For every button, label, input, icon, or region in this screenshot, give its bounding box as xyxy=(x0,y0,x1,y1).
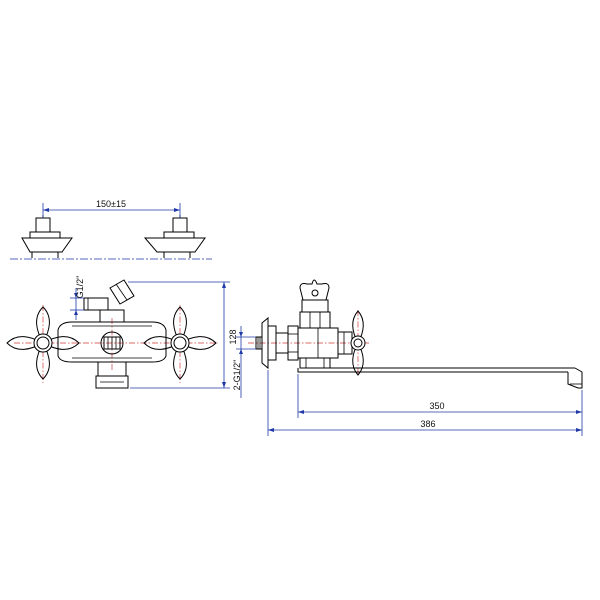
outlet-thread-label: 2-G1/2" xyxy=(232,360,242,391)
side-spout-connector xyxy=(299,357,331,369)
right-eccentric-connector xyxy=(143,215,206,258)
shower-thread-label: G1/2" xyxy=(75,276,85,299)
reach-dimension: 350 xyxy=(297,374,583,418)
wall-flange xyxy=(255,316,277,370)
long-spout xyxy=(297,367,583,389)
right-cross-handle xyxy=(143,306,217,380)
overall-length-label: 386 xyxy=(420,419,435,429)
spacing-dimension: 150±15 xyxy=(42,199,181,218)
spout-outlet xyxy=(95,361,129,389)
reach-label: 350 xyxy=(429,401,444,411)
height-label: 128 xyxy=(228,329,238,344)
spacing-label: 150±15 xyxy=(96,199,126,209)
left-eccentric-connector xyxy=(21,215,73,258)
height-dimension: 128 xyxy=(128,281,238,389)
overall-length-dimension: 386 xyxy=(267,370,583,436)
diverter-knob xyxy=(100,331,124,355)
side-view: 2-G1/2" 350 386 xyxy=(232,279,583,436)
shower-outlet xyxy=(83,279,135,323)
front-view: G1/2" 128 xyxy=(6,276,238,389)
side-cross-handle xyxy=(350,310,366,376)
mixer-body xyxy=(57,321,167,363)
side-shower-holder xyxy=(299,279,331,329)
shower-thread-dimension: G1/2" xyxy=(70,276,85,320)
outlet-thread-dimension: 2-G1/2" xyxy=(232,326,256,398)
left-cross-handle xyxy=(6,306,80,380)
top-view: 150±15 xyxy=(10,199,212,260)
